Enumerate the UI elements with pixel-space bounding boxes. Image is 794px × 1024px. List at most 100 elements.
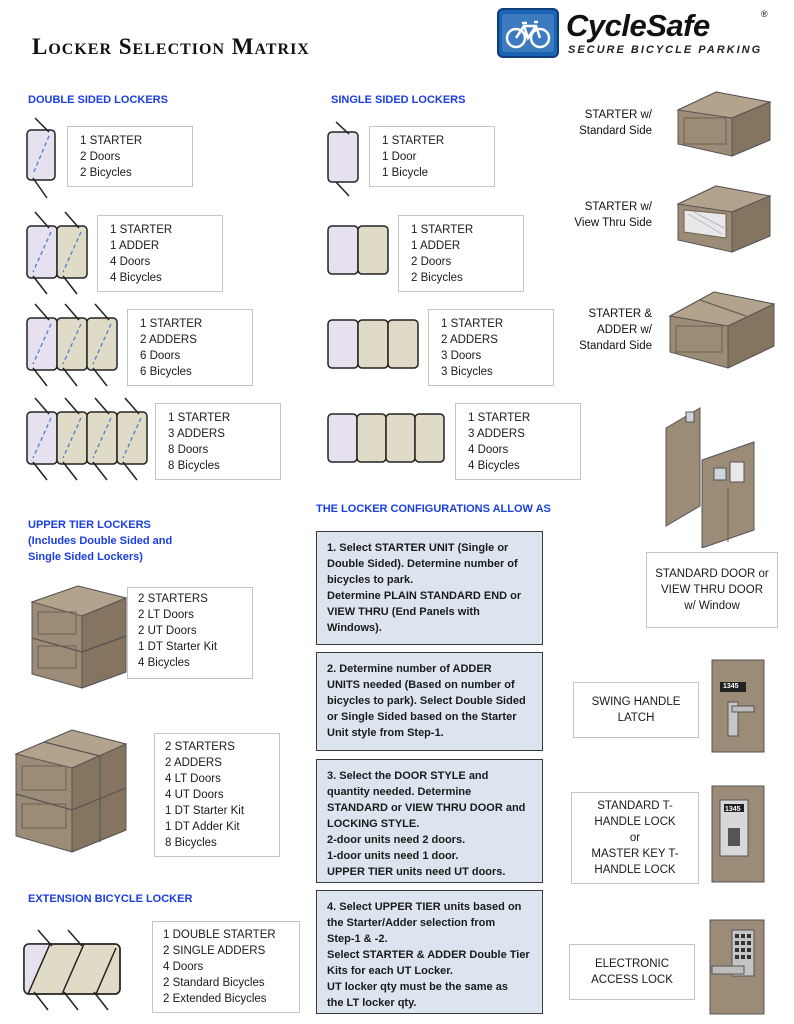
info-line: 1 STARTER — [80, 135, 143, 147]
info-line: 1 Door — [382, 151, 417, 163]
double-sided-4-unit-diagram — [26, 397, 148, 481]
info-line: 2 ADDERS — [140, 334, 197, 346]
door-style-line: VIEW THRU DOOR — [660, 584, 763, 596]
lock-label-line: SWING HANDLE — [591, 696, 681, 708]
step-line: Determine PLAIN STANDARD END or — [327, 590, 522, 602]
info-line: 1 STARTER — [382, 135, 445, 147]
electronic-access-lock-image — [709, 919, 765, 1015]
info-line: 1 STARTER — [468, 412, 531, 424]
info-line: 8 Bicycles — [168, 460, 220, 472]
step-line: the LT locker qty. — [327, 997, 417, 1009]
step-line: 2. Determine number of ADDER — [327, 663, 492, 675]
info-line: 2 STARTERS — [138, 593, 208, 605]
step-line: 1-door units need 1 door. — [327, 850, 459, 862]
info-line: 3 Doors — [441, 350, 482, 362]
single-sided-3-info: 1 STARTER 2 ADDERS 3 Doors 3 Bicycles — [428, 309, 554, 386]
info-line: 2 Bicycles — [411, 272, 463, 284]
step-line: UNITS needed (Based on number of — [327, 679, 515, 691]
step-line: Unit style from Step-1. — [327, 727, 444, 739]
info-line: 1 DOUBLE STARTER — [163, 929, 276, 941]
starter-view-thru-side-image — [676, 185, 772, 253]
step-line: UPPER TIER units need UT doors. — [327, 866, 506, 878]
swing-handle-info: SWING HANDLE LATCH — [573, 682, 699, 738]
info-line: 1 ADDER — [411, 240, 461, 252]
starter-standard-side-image — [676, 91, 772, 157]
info-line: 4 Bicycles — [138, 657, 190, 669]
caption-line: STARTER w/ — [584, 109, 652, 121]
caption-line: STARTER w/ — [584, 201, 652, 213]
step-line: STANDARD or VIEW THRU DOOR and — [327, 802, 526, 814]
extension-locker-diagram — [23, 929, 121, 1011]
upper-tier-heading: UPPER TIER LOCKERS (Includes Double Side… — [28, 517, 172, 565]
caption-line: Standard Side — [579, 125, 652, 137]
step-line: LOCKING STYLE. — [327, 818, 420, 830]
upper-tier-4-info: 2 STARTERS 2 ADDERS 4 LT Doors 4 UT Door… — [154, 733, 280, 857]
info-line: 6 Doors — [140, 350, 181, 362]
registered-mark: ® — [761, 9, 768, 19]
upper-tier-4-unit-image — [14, 729, 128, 853]
starter-adder-caption: STARTER & ADDER w/ Standard Side — [560, 306, 652, 354]
single-sided-2-unit-diagram — [327, 225, 389, 275]
info-line: 8 Doors — [168, 444, 209, 456]
info-line: 1 STARTER — [110, 224, 173, 236]
single-sided-3-unit-diagram — [327, 319, 419, 369]
brand-name: CycleSafe — [566, 8, 710, 43]
door-style-line: STANDARD DOOR or — [655, 568, 769, 580]
t-handle-lock-number: 1345 — [725, 806, 741, 813]
caption-line: STARTER & — [588, 308, 652, 320]
single-sided-4-info: 1 STARTER 3 ADDERS 4 Doors 4 Bicycles — [455, 403, 581, 480]
configurations-heading: THE LOCKER CONFIGURATIONS ALLOW AS — [316, 503, 551, 515]
lock-label-line: LATCH — [617, 712, 655, 724]
lock-label-line: or — [629, 832, 641, 844]
single-sided-4-unit-diagram — [327, 413, 445, 463]
upper-tier-heading-line: UPPER TIER LOCKERS — [28, 519, 151, 531]
upper-tier-heading-line: (Includes Double Sided and — [28, 535, 173, 547]
page-title: Locker Selection Matrix — [32, 34, 310, 59]
lock-label-line: MASTER KEY T- — [591, 848, 679, 860]
double-sided-4-info: 1 STARTER 3 ADDERS 8 Doors 8 Bicycles — [155, 403, 281, 480]
locker-doors-image — [665, 407, 755, 548]
step-line: bicycles to park. — [327, 574, 414, 586]
step-line: 4. Select UPPER TIER units based on — [327, 901, 522, 913]
t-handle-lock-image — [711, 785, 765, 883]
step-line: Kits for each UT Locker. — [327, 965, 453, 977]
step-line: 3. Select the DOOR STYLE and — [327, 770, 489, 782]
info-line: 4 UT Doors — [165, 789, 224, 801]
step-line: Double Sided). Determine number of — [327, 558, 518, 570]
double-sided-1-info: 1 STARTER 2 Doors 2 Bicycles — [67, 126, 193, 187]
step-2-box: 2. Determine number of ADDER UNITS neede… — [316, 652, 543, 751]
door-style-line: w/ Window — [684, 600, 740, 612]
double-sided-2-unit-diagram — [26, 211, 88, 295]
lock-label-line: ELECTRONIC — [594, 958, 670, 970]
double-sided-3-info: 1 STARTER 2 ADDERS 6 Doors 6 Bicycles — [127, 309, 253, 386]
lock-label-line: ACCESS LOCK — [591, 974, 673, 986]
info-line: 6 Bicycles — [140, 366, 192, 378]
info-line: 2 UT Doors — [138, 625, 197, 637]
info-line: 2 ADDERS — [165, 757, 222, 769]
info-line: 4 Bicycles — [110, 272, 162, 284]
starter-standard-caption: STARTER w/ Standard Side — [560, 107, 652, 139]
info-line: 2 Doors — [411, 256, 452, 268]
info-line: 2 Extended Bicycles — [163, 993, 267, 1005]
info-line: 4 Doors — [110, 256, 151, 268]
door-style-info: STANDARD DOOR or VIEW THRU DOOR w/ Windo… — [646, 552, 778, 628]
lock-label-line: HANDLE LOCK — [594, 864, 676, 876]
extension-info: 1 DOUBLE STARTER 2 SINGLE ADDERS 4 Doors… — [152, 921, 300, 1013]
info-line: 2 Doors — [80, 151, 121, 163]
info-line: 4 Doors — [163, 961, 204, 973]
single-sided-heading: SINGLE SIDED LOCKERS — [331, 94, 466, 106]
info-line: 2 STARTERS — [165, 741, 235, 753]
double-sided-1-unit-diagram — [26, 117, 56, 199]
step-line: Select STARTER & ADDER Double Tier — [327, 949, 530, 961]
swing-lock-number: 1345 — [723, 683, 739, 690]
double-sided-heading: DOUBLE SIDED LOCKERS — [28, 94, 168, 106]
single-sided-1-info: 1 STARTER 1 Door 1 Bicycle — [369, 126, 495, 187]
double-sided-2-info: 1 STARTER 1 ADDER 4 Doors 4 Bicycles — [97, 215, 223, 292]
caption-line: ADDER w/ — [597, 324, 652, 336]
step-line: the Starter/Adder selection from — [327, 917, 496, 929]
single-sided-2-info: 1 STARTER 1 ADDER 2 Doors 2 Bicycles — [398, 215, 524, 292]
starter-adder-standard-side-image — [668, 291, 776, 369]
info-line: 3 ADDERS — [468, 428, 525, 440]
upper-tier-2-info: 2 STARTERS 2 LT Doors 2 UT Doors 1 DT St… — [127, 587, 253, 679]
info-line: 1 STARTER — [411, 224, 474, 236]
